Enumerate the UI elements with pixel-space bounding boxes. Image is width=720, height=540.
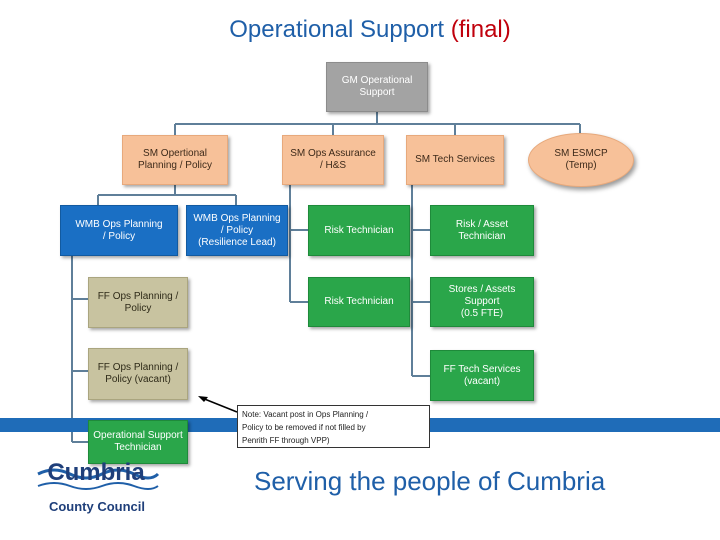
- node-risk-technician-1: Risk Technician: [308, 205, 410, 256]
- note-box: Note: Vacant post in Ops Planning / Poli…: [237, 405, 430, 448]
- page-title: Operational Support (final): [0, 16, 720, 44]
- title-main: Operational Support: [229, 16, 445, 43]
- node-risk-technician-2: Risk Technician: [308, 277, 410, 327]
- node-ff-ops-planning-1: FF Ops Planning /Policy: [88, 277, 188, 328]
- cumbria-logo: Cumbria County Council: [34, 452, 160, 524]
- logo-subtext: County Council: [48, 499, 146, 514]
- node-sm-ops-assurance: SM Ops Assurance/ H&S: [282, 135, 384, 185]
- node-ff-ops-planning-vacant: FF Ops Planning /Policy (vacant): [88, 348, 188, 400]
- logo-wordmark: Cumbria: [47, 459, 145, 486]
- tagline: Serving the people of Cumbria: [254, 466, 606, 496]
- node-ff-tech-services: FF Tech Services(vacant): [430, 350, 534, 401]
- title-accent: (final): [450, 16, 511, 43]
- node-wmb-ops-planning-resilience: WMB Ops Planning/ Policy(Resilience Lead…: [186, 205, 288, 256]
- node-wmb-ops-planning-1: WMB Ops Planning/ Policy: [60, 205, 178, 256]
- cumbria-wordmark-icon: Cumbria: [37, 459, 160, 490]
- node-sm-esmcp: SM ESMCP(Temp): [528, 133, 634, 187]
- node-sm-tech-services: SM Tech Services: [406, 135, 504, 185]
